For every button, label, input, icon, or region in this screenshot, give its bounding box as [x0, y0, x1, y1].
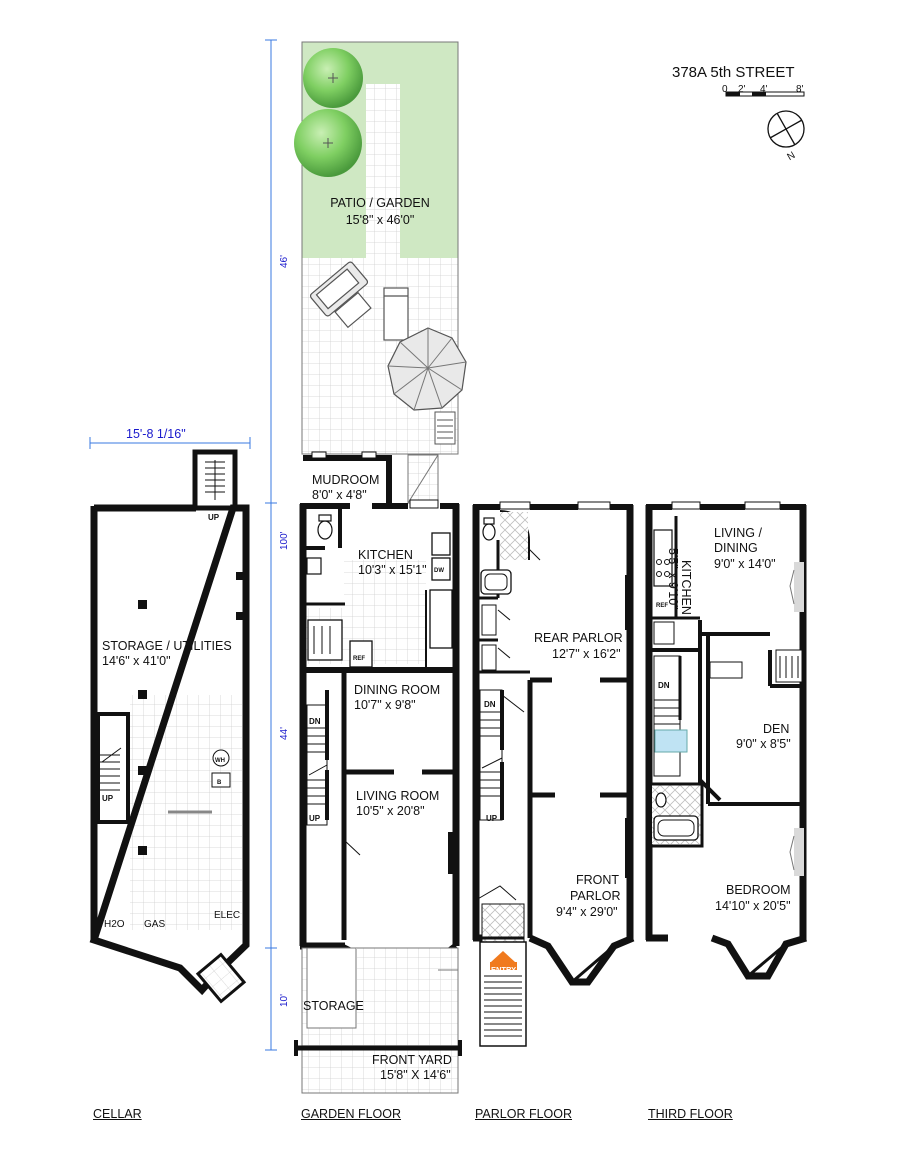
scale-bar: [725, 91, 805, 97]
dimension-lines: [89, 39, 277, 1051]
total-length-dimension: 100': [279, 531, 290, 550]
garden-floor-plan: [294, 451, 462, 1094]
room-name-bedroom: BEDROOM: [726, 883, 791, 897]
room-name-living-dining-line1: LIVING /: [714, 526, 762, 540]
bathtub-icon: [480, 569, 512, 595]
compass-icon: [767, 110, 805, 148]
third-stair-down-label: DN: [658, 681, 670, 690]
cellar-stair-up-label: UP: [102, 794, 114, 803]
room-name-patio-garden: PATIO / GARDEN: [330, 196, 430, 210]
caption-garden-floor: GARDEN FLOOR: [301, 1107, 402, 1121]
parlor-entry-label: ENTRY: [491, 965, 517, 974]
scale-tick-2: 2': [738, 84, 746, 95]
caption-cellar: CELLAR: [93, 1107, 142, 1121]
cellar-plan: [89, 449, 250, 1004]
room-dims-living-room: 10'5" x 20'8": [356, 804, 425, 818]
umbrella-icon: [387, 327, 467, 411]
tree-icon: [303, 48, 363, 108]
patio-garden: [294, 41, 467, 504]
parlor-floor-plan: [472, 501, 635, 1047]
cellar-exit-up-label: UP: [208, 513, 220, 522]
room-name-living-dining-line2: DINING: [714, 541, 758, 555]
scale-tick-0: 0: [722, 84, 728, 95]
room-dims-third-kitchen: 5'5" x 9'10": [666, 548, 680, 610]
room-name-front-yard: FRONT YARD: [372, 1053, 452, 1067]
gas-label: GAS: [144, 919, 166, 930]
elec-label: ELEC: [214, 910, 241, 921]
parlor-stair-up-label: UP: [486, 814, 498, 823]
room-dims-mudroom: 8'0" x 4'8": [312, 488, 367, 502]
room-name-mudroom: MUDROOM: [312, 473, 380, 487]
parlor-stair-down-label: DN: [484, 700, 496, 709]
garden-entry-label: ENTRY: [313, 964, 339, 973]
toilet-icon: [317, 514, 333, 540]
front-length-dimension: 10': [279, 993, 290, 1007]
room-name-rear-parlor: REAR PARLOR: [534, 631, 623, 645]
dishwasher-label: DW: [434, 568, 444, 574]
water-heater-label: WH: [215, 758, 225, 764]
room-dims-kitchen: 10'3" x 15'1": [358, 563, 427, 577]
sofa-icon: [309, 261, 409, 341]
columns: [138, 572, 244, 855]
room-dims-bedroom: 14'10" x 20'5": [715, 899, 791, 913]
third-fridge-label: REF: [656, 603, 668, 609]
third-floor-plan: [645, 501, 808, 980]
room-name-storage-utilities: STORAGE / UTILITIES: [102, 639, 232, 653]
tree-icon: [294, 109, 362, 177]
room-name-front-parlor-line2: PARLOR: [570, 889, 621, 903]
room-dims-front-yard: 15'8" X 14'6": [380, 1068, 451, 1082]
room-dims-patio-garden: 15'8" x 46'0": [345, 213, 415, 227]
fireplace-icon: [789, 828, 804, 876]
room-name-dining-room: DINING ROOM: [354, 683, 441, 697]
garden-fridge-label: REF: [353, 656, 365, 662]
caption-parlor-floor: PARLOR FLOOR: [475, 1107, 573, 1121]
h2o-label: H2O: [104, 919, 125, 930]
room-name-kitchen: KITCHEN: [358, 548, 413, 562]
garden-stair-down-label: DN: [309, 717, 321, 726]
toilet-icon: [655, 792, 667, 808]
garden-stair-up-label: UP: [309, 814, 321, 823]
stair-icon: [205, 460, 225, 500]
toilet-icon: [482, 517, 496, 541]
scale-tick-4: 4': [760, 84, 768, 95]
room-name-living-room: LIVING ROOM: [356, 789, 440, 803]
room-name-den: DEN: [763, 722, 790, 736]
cellar-width-dimension: 15'-8 1/16": [126, 427, 186, 441]
scale-tick-8: 8': [796, 84, 804, 95]
room-dims-rear-parlor: 12'7" x 16'2": [552, 647, 621, 661]
garden-length-dimension: 46': [279, 254, 290, 268]
fireplace-icon: [789, 562, 804, 612]
boiler-label: B: [217, 780, 222, 786]
room-name-front-parlor-line1: FRONT: [576, 873, 620, 887]
room-name-third-kitchen: KITCHEN: [679, 560, 693, 615]
caption-third-floor: THIRD FLOOR: [648, 1107, 733, 1121]
room-dims-storage-utilities: 14'6" x 41'0": [102, 654, 171, 668]
room-dims-front-parlor: 9'4" x 29'0": [556, 905, 618, 919]
room-dims-living-dining: 9'0" x 14'0": [714, 557, 776, 571]
address-title: 378A 5th STREET: [672, 64, 795, 81]
bathtub-icon: [653, 815, 699, 841]
room-dims-dining-room: 10'7" x 9'8": [354, 698, 416, 712]
house-length-dimension: 44': [279, 726, 290, 740]
room-name-storage: STORAGE: [303, 999, 364, 1013]
room-dims-den: 9'0" x 8'5": [736, 737, 791, 751]
